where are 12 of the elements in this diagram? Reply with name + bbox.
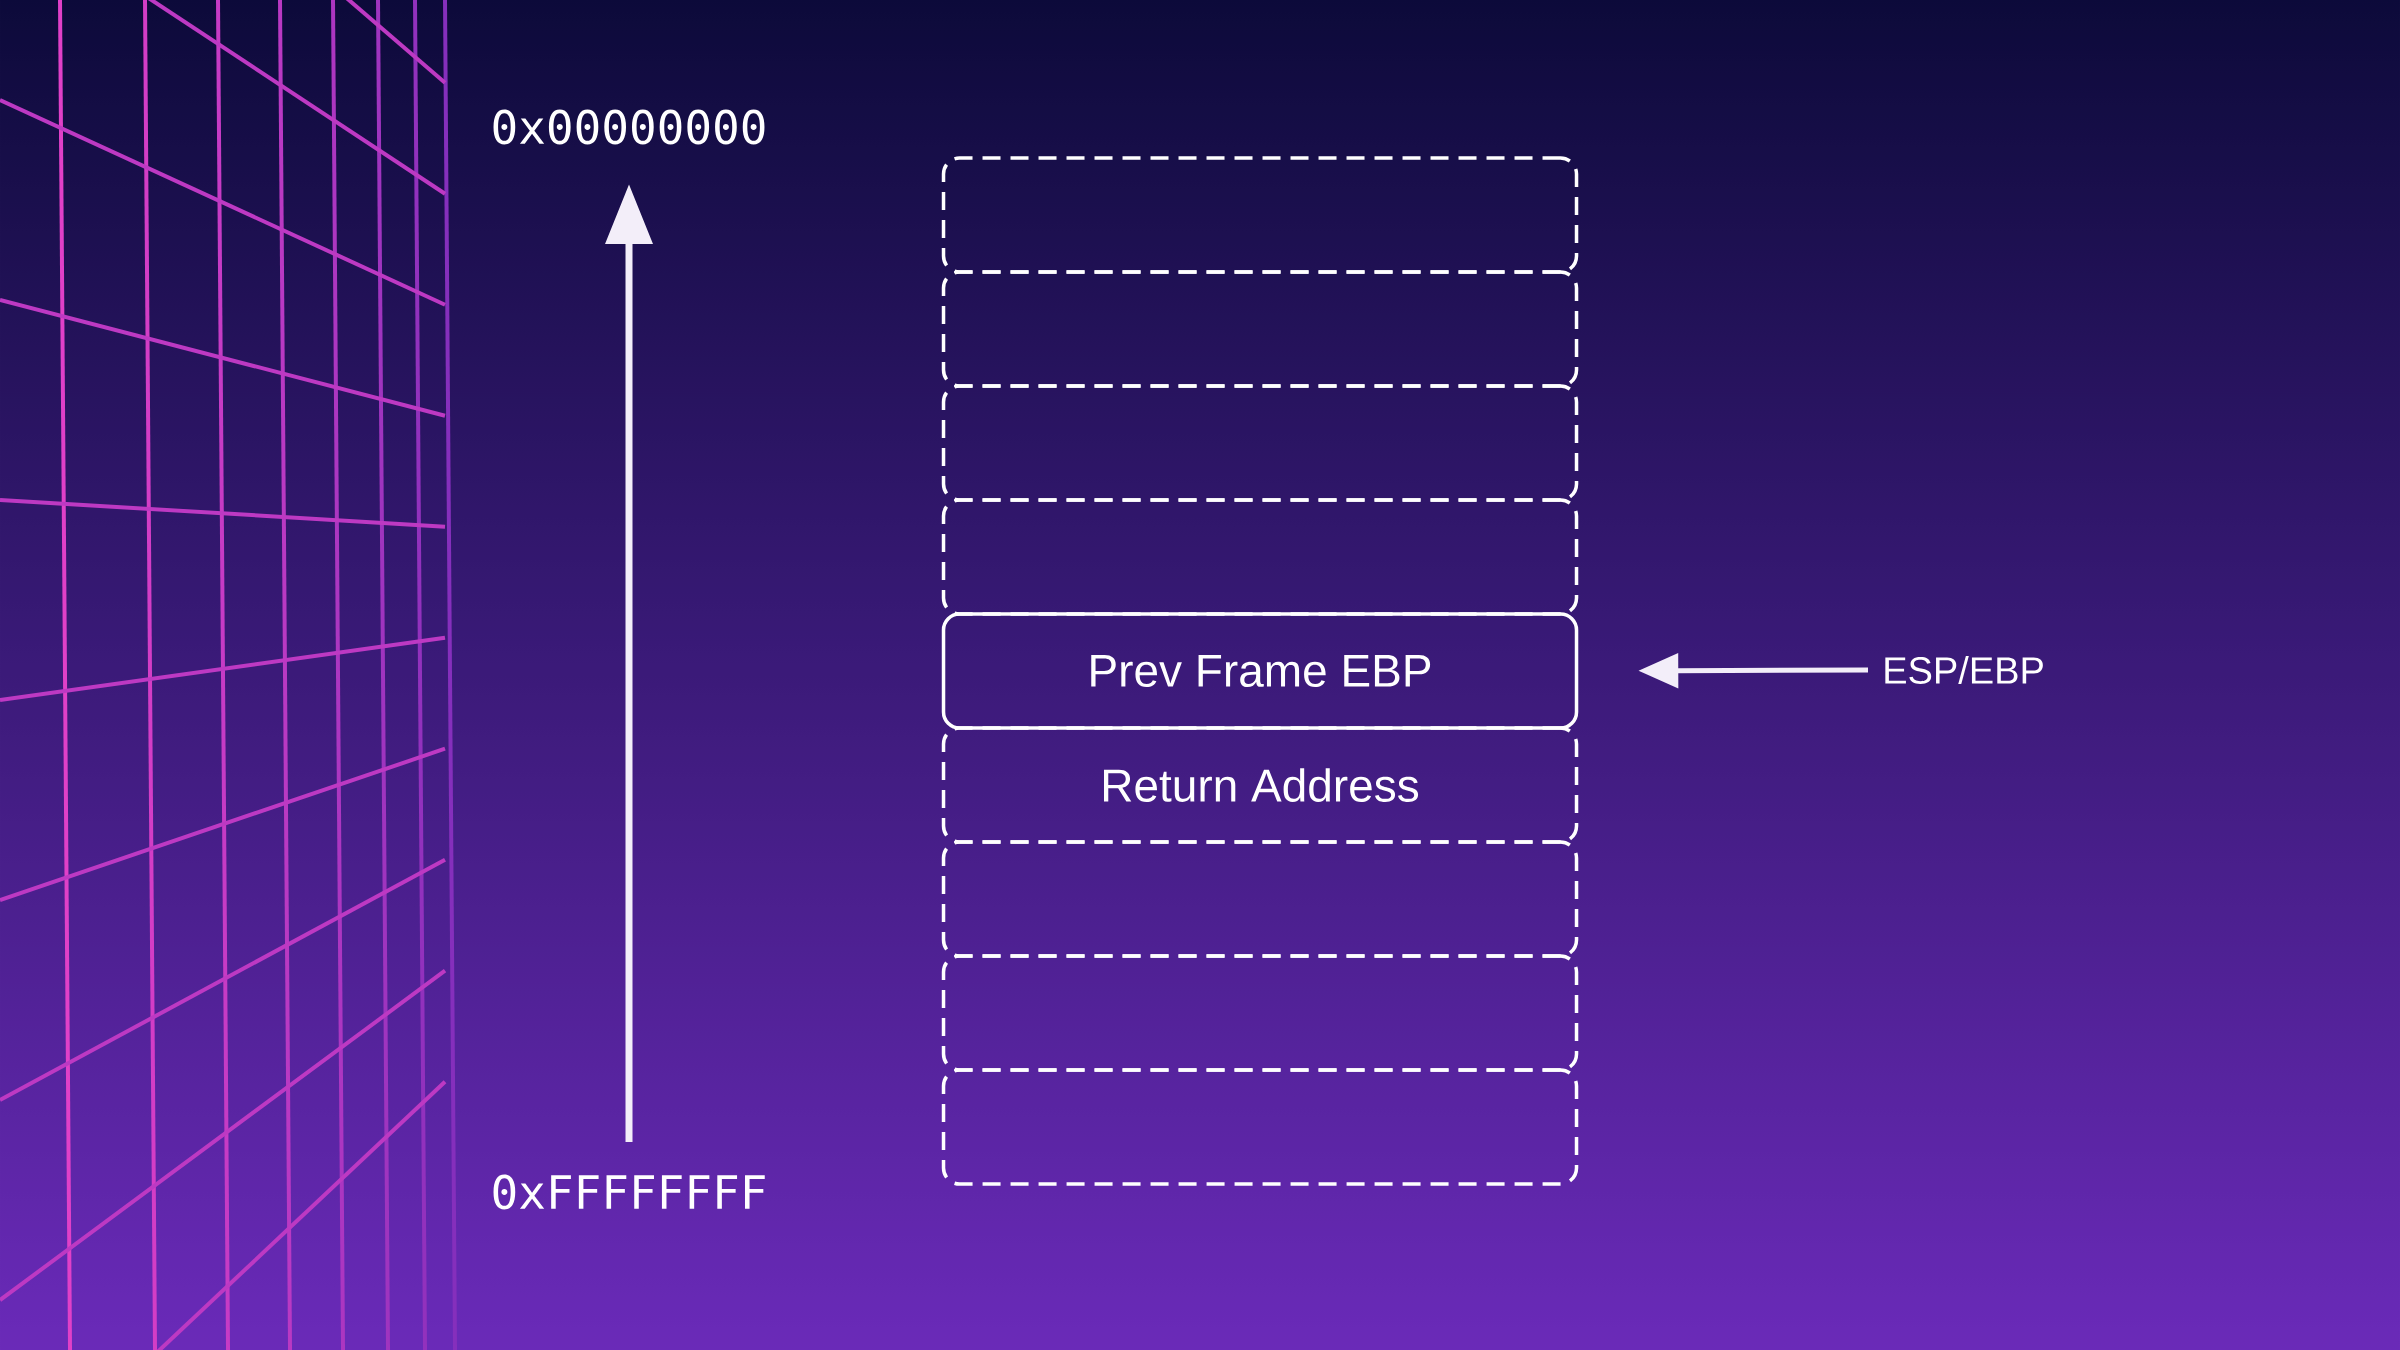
stack-slot <box>941 384 1579 502</box>
address-label: 0xFFFFFFFF <box>493 1174 765 1210</box>
stack-slot <box>941 498 1579 616</box>
stack-slot <box>941 270 1579 388</box>
stack-slot: Prev Frame EBP <box>941 612 1579 730</box>
stack-slot <box>941 156 1579 274</box>
stack-slot: Return Address <box>941 726 1579 844</box>
stack-slot <box>941 954 1579 1072</box>
stack-slot <box>941 840 1579 958</box>
stack-slot <box>941 1068 1579 1186</box>
register-label: ESP/EBP <box>1885 656 2043 684</box>
address-label: 0x00000000 <box>493 109 765 145</box>
